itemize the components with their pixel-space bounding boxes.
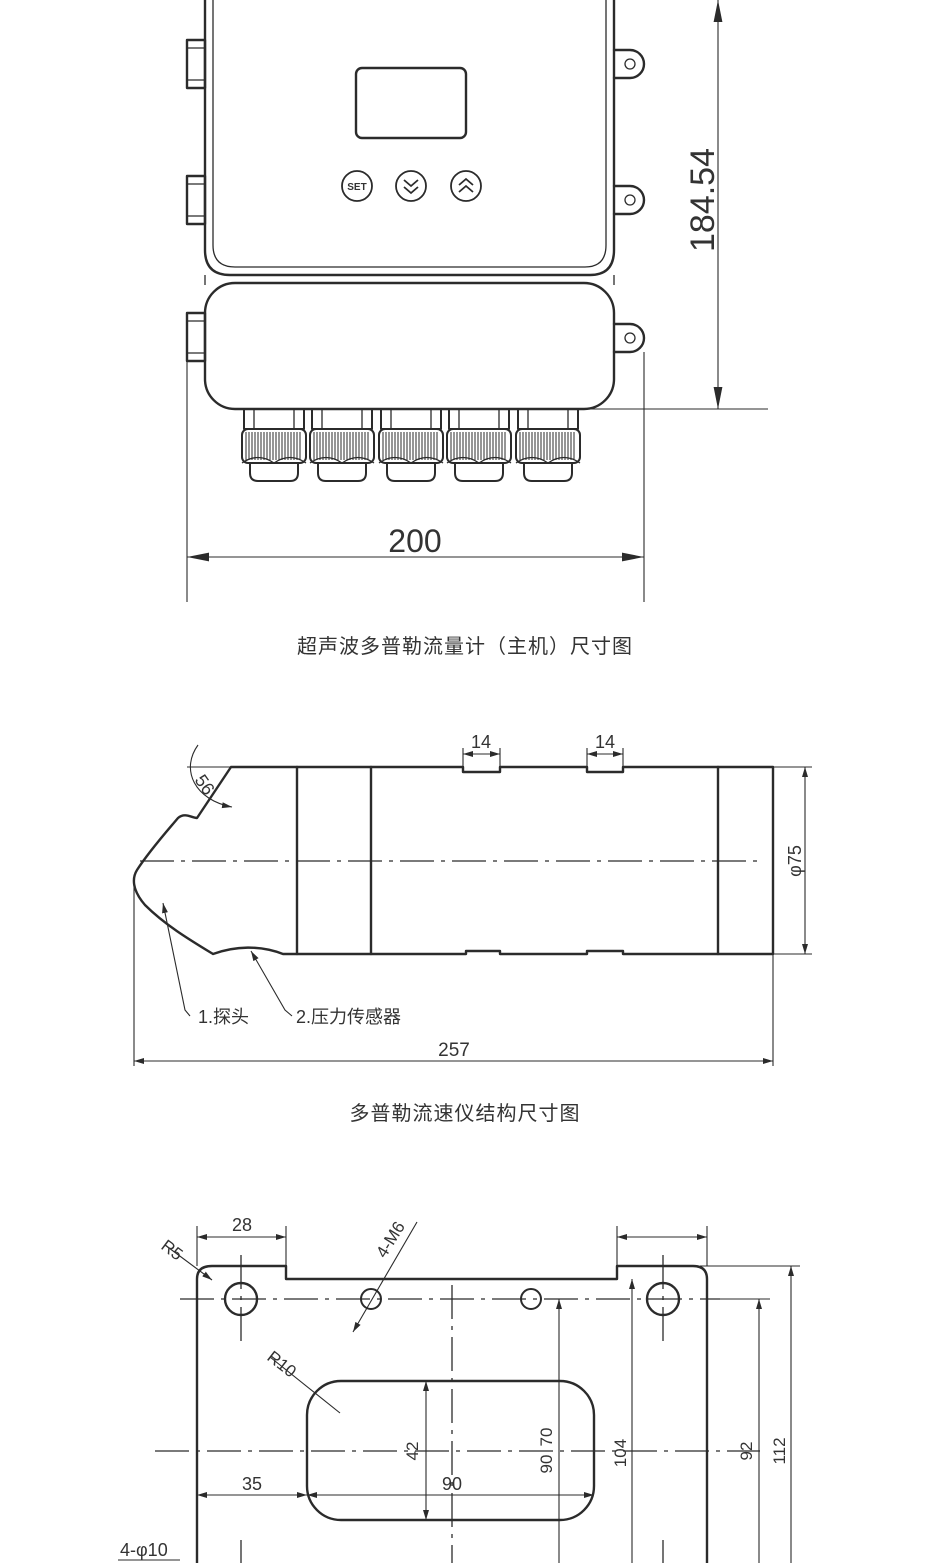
dim-28: 28 bbox=[232, 1215, 252, 1235]
svg-text:SET: SET bbox=[347, 182, 366, 193]
dim-35: 35 bbox=[242, 1474, 262, 1494]
down-button[interactable] bbox=[395, 170, 427, 202]
cable-gland bbox=[309, 408, 375, 482]
cable-gland bbox=[446, 408, 512, 482]
bracket-drawing: 28 R5 4-M6 R10 42 90 70 104 92 112 35 bbox=[118, 1215, 800, 1563]
dim-4phi10: 4-φ10 bbox=[120, 1540, 168, 1560]
length-dimension-label: 257 bbox=[438, 1040, 470, 1061]
lower-housing bbox=[203, 281, 616, 411]
dim-92: 92 bbox=[737, 1442, 756, 1461]
lcd-display bbox=[354, 66, 468, 140]
double-chevron-down-icon bbox=[403, 179, 419, 195]
dim-90-vertical: 90 bbox=[537, 1455, 556, 1474]
left-latches bbox=[185, 38, 207, 363]
dim-4m6: 4-M6 bbox=[372, 1218, 409, 1261]
cable-gland bbox=[515, 408, 581, 482]
sensor-drawing: 56 14 14 φ75 257 1.探头 2.压力传感器 bbox=[132, 732, 812, 1066]
cable-gland bbox=[241, 408, 307, 482]
width-dimension-label: 200 bbox=[388, 523, 441, 559]
up-button[interactable] bbox=[450, 170, 482, 202]
cable-gland bbox=[378, 408, 444, 482]
cable-glands bbox=[241, 408, 581, 482]
height-dimension-label: 184.54 bbox=[684, 148, 722, 252]
upper-housing bbox=[203, 0, 616, 277]
sensor-body bbox=[132, 765, 775, 956]
dim-r5: R5 bbox=[158, 1236, 187, 1264]
dim-104: 104 bbox=[611, 1439, 630, 1467]
set-button[interactable]: SET bbox=[341, 170, 373, 202]
diameter-dimension-label: φ75 bbox=[785, 845, 805, 877]
notch-dimension-1: 14 bbox=[471, 732, 491, 752]
pressure-sensor-label: 2.压力传感器 bbox=[296, 1007, 401, 1027]
double-chevron-up-icon bbox=[458, 177, 474, 193]
main-unit-drawing: SET 184.54 200 bbox=[185, 0, 768, 602]
dim-70: 70 bbox=[537, 1428, 556, 1447]
probe-label: 1.探头 bbox=[198, 1007, 249, 1027]
right-mounting-ears bbox=[612, 48, 646, 354]
dim-112: 112 bbox=[770, 1437, 789, 1464]
dim-42: 42 bbox=[403, 1442, 422, 1461]
angle-dimension-label: 56 bbox=[191, 771, 219, 799]
bracket-outline bbox=[195, 1264, 709, 1563]
dim-90-horizontal: 90 bbox=[442, 1474, 462, 1494]
notch-dimension-2: 14 bbox=[595, 732, 615, 752]
sensor-caption: 多普勒流速仪结构尺寸图 bbox=[349, 1101, 581, 1125]
main-unit-caption: 超声波多普勒流量计（主机）尺寸图 bbox=[297, 634, 633, 658]
